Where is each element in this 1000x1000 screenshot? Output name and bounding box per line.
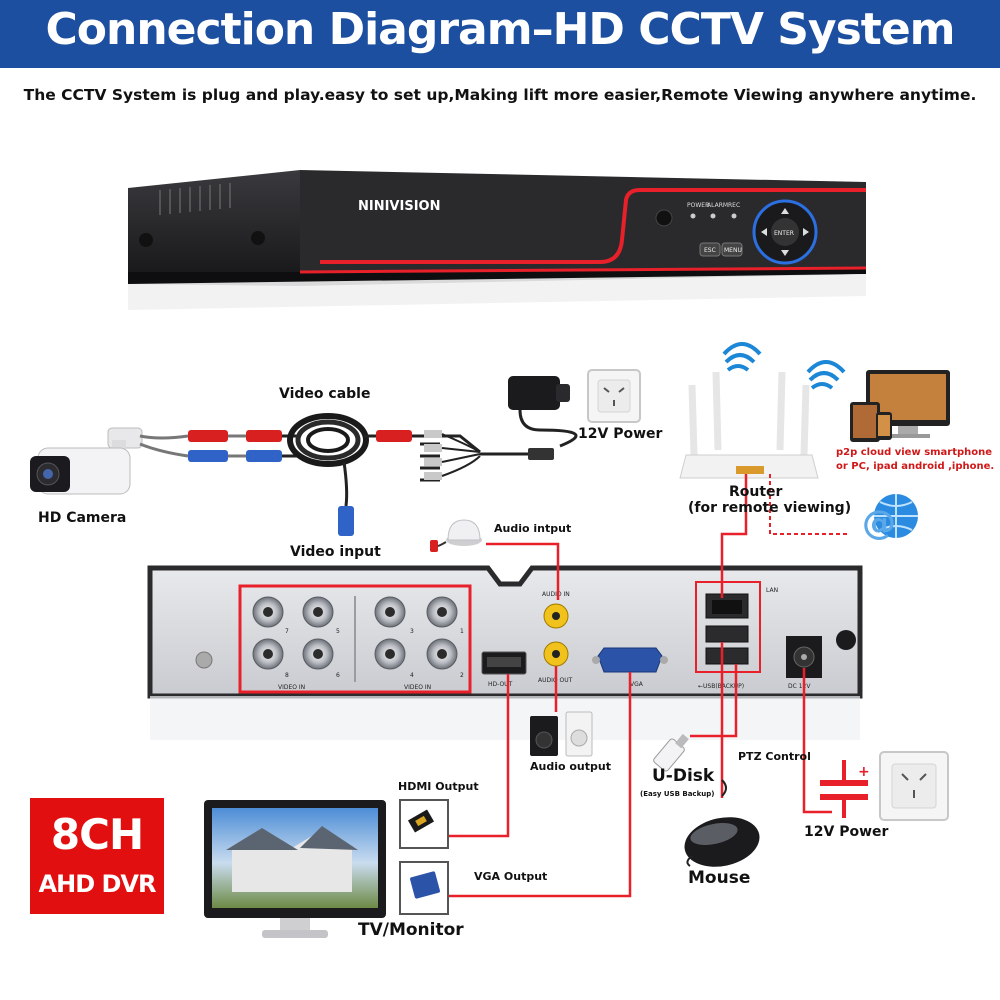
bnc-number: 5 xyxy=(336,628,340,635)
menu-button[interactable] xyxy=(721,242,743,257)
video-cable-label: Video cable xyxy=(279,386,371,402)
badge-type: AHD DVR xyxy=(38,870,157,898)
bnc-video-ports xyxy=(252,596,458,670)
video-in-label: VIDEO IN xyxy=(278,684,305,691)
product-badge: 8CH AHD DVR xyxy=(30,798,164,914)
page-subtitle: The CCTV System is plug and play.easy to… xyxy=(23,86,977,104)
bnc-number: 2 xyxy=(460,672,464,679)
esc-button[interactable] xyxy=(699,242,721,257)
speakers-image xyxy=(530,711,593,757)
power-splitter-cable xyxy=(412,430,554,482)
dc-polarity-symbol: + xyxy=(820,760,870,818)
usb-port xyxy=(705,647,749,665)
svg-text:+: + xyxy=(858,764,870,780)
video-input-connector xyxy=(338,506,354,536)
video-input-label: Video input xyxy=(290,544,381,560)
video-in-label: VIDEO IN xyxy=(404,684,431,691)
led-rec-label: REC xyxy=(728,202,740,209)
title-banner: Connection Diagram–HD CCTV System xyxy=(0,0,1000,68)
bnc-number: 7 xyxy=(285,628,289,635)
led-power-label: POWER xyxy=(687,202,709,209)
wifi-icon xyxy=(806,360,846,390)
vga-output-label: VGA Output xyxy=(474,870,548,883)
blue-bnc-plug xyxy=(188,450,228,462)
cloud-view-line-2: or PC, ipad android ,iphone. xyxy=(836,461,995,472)
esc-button-label: ESC xyxy=(704,247,716,254)
hd-camera-image xyxy=(30,427,143,495)
router-label: Router xyxy=(729,484,783,500)
audio-output-label: Audio output xyxy=(530,760,611,773)
bnc-number: 6 xyxy=(336,672,340,679)
remote-link-wire xyxy=(769,474,850,535)
lan-usb-highlight xyxy=(695,581,761,673)
router-image xyxy=(679,342,846,479)
led-alarm-label: ALARM xyxy=(707,202,728,209)
dvr-brand-logo: NINIVISION xyxy=(358,199,440,214)
vga-cable-icon xyxy=(399,861,449,915)
usb-port xyxy=(705,625,749,643)
menu-button-label: MENU xyxy=(724,247,742,254)
internet-globe-icon: @ xyxy=(862,494,918,543)
hd-camera-label: HD Camera xyxy=(38,510,127,526)
u-disk-sub-label: (Easy USB Backup) xyxy=(640,790,715,798)
bnc-number: 1 xyxy=(460,628,464,635)
bnc-number: 8 xyxy=(285,672,289,679)
bnc-number: 3 xyxy=(410,628,414,635)
u-disk-label: U-Disk xyxy=(652,766,715,786)
dc-label: DC 12V xyxy=(788,683,811,690)
page-title: Connection Diagram–HD CCTV System xyxy=(45,4,955,55)
video-in-highlight xyxy=(238,584,472,694)
ptz-control-label: PTZ Control xyxy=(738,750,811,763)
tv-monitor-image xyxy=(204,800,386,938)
microphone-image xyxy=(430,519,482,552)
vga-port xyxy=(597,647,663,673)
audio-input-label: Audio intput xyxy=(494,522,572,535)
remote-devices-image xyxy=(850,370,950,442)
enter-button-label: ENTER xyxy=(774,230,794,237)
power-12v-bottom-label: 12V Power xyxy=(804,824,889,840)
mouse-label: Mouse xyxy=(688,868,751,888)
red-power-plug xyxy=(188,430,228,442)
wall-socket-top xyxy=(587,369,641,423)
mouse-image xyxy=(684,779,760,867)
bnc-number: 4 xyxy=(410,672,414,679)
router-sub-label: (for remote viewing) xyxy=(688,500,852,516)
cloud-view-line-1: p2p cloud view smartphone xyxy=(836,447,993,458)
svg-text:@: @ xyxy=(862,503,896,543)
badge-channels: 8CH xyxy=(50,810,144,859)
wall-socket-bottom xyxy=(879,751,949,821)
wifi-icon xyxy=(722,342,762,372)
vga-label: VGA xyxy=(630,681,644,688)
tv-monitor-label: TV/Monitor xyxy=(358,920,464,940)
dvr-back-panel: 7 5 3 1 8 6 4 2 VIDEO IN VIDEO IN AUDIO … xyxy=(147,565,863,740)
hd-out-label: HD-OUT xyxy=(488,681,513,688)
power-adapter-image xyxy=(508,376,578,448)
dvr-front-unit: NINIVISION POWER ALARM REC ESC MENU ENTE… xyxy=(128,170,867,310)
connection-wires xyxy=(448,474,832,898)
video-cable-coil xyxy=(287,413,369,467)
power-12v-top-label: 12V Power xyxy=(578,426,663,442)
hdmi-cable-icon xyxy=(399,799,449,849)
audio-in-label: AUDIO IN xyxy=(542,591,570,598)
hdmi-output-label: HDMI Output xyxy=(398,780,479,793)
lan-label: LAN xyxy=(766,587,778,594)
usb-disk-image xyxy=(653,733,689,772)
